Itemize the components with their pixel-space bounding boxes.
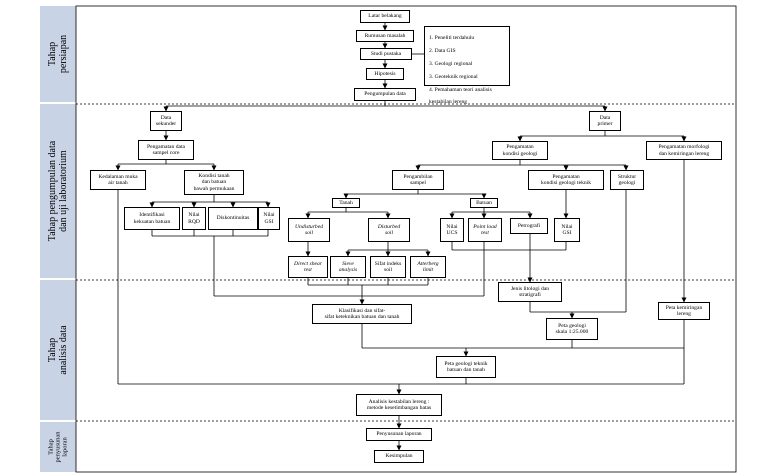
box-pengamatan-teknik: Pengamatan kondisi geologi teknik — [528, 170, 604, 190]
box-nilai-gsi-left: Nilai GSI — [258, 207, 280, 230]
box-penyusunan-laporan: Penyusunan laporan — [366, 428, 432, 441]
box-jenis-litologi: Jenis litologi dan stratigrafi — [498, 282, 562, 302]
box-latar-belakang: Latar belakang — [360, 10, 410, 23]
box-identifikasi: Identifikasi kekuatan batuan — [124, 207, 180, 230]
box-data-sekunder: Data sekunder — [150, 111, 182, 131]
box-sifat-indeks: Sifat indeks soil — [370, 256, 406, 278]
box-analisis-kestabilan: Analisis kestabilan lereng : metode kese… — [356, 394, 442, 416]
box-direct-shear: Direct shear test — [288, 256, 328, 278]
box-kondisi-tanah: Kondisi tanah dan batuan bawah permukaan — [184, 170, 244, 195]
box-petrografi: Petrografi — [510, 218, 548, 234]
box-kesimpulan: Kesimpulan — [374, 450, 424, 463]
box-pengumpulan-data: Pengumpulan data — [354, 88, 416, 101]
box-studi-pustaka: Studi pustaka — [360, 48, 412, 60]
box-nilai-ucs: Nilai UCS — [440, 218, 464, 242]
box-atterberg: Atterberg limit — [410, 256, 446, 278]
box-disturbed-soil: Disturbed soil — [368, 218, 410, 242]
box-data-primer: Data primer — [589, 111, 621, 131]
pustaka-item: kestabilan lereng — [429, 99, 468, 106]
box-pengamatan-morfologi: Pengamatan morfologi dan kemiringan lere… — [646, 141, 722, 160]
box-nilai-gsi-right: Nilai GSI — [554, 218, 580, 242]
box-batuan: Batuan — [470, 198, 498, 208]
box-peta-kemiringan: Peta kemiringan lereng — [658, 302, 710, 320]
pustaka-item: 3. Geologi regional — [429, 61, 473, 68]
box-pengambilan-sampel: Pengambilan sampel — [392, 170, 444, 190]
box-sieve-analysis: Sieve analysis — [330, 256, 366, 278]
box-kedalaman: Kedalaman muka air tanah — [90, 170, 146, 190]
box-tanah: Tanah — [332, 198, 360, 208]
box-rumusan-masalah: Rumusan masalah — [356, 30, 414, 42]
box-nilai-rqd: Nilai RQD — [182, 207, 206, 230]
box-pengamatan-kondisi: Pengamatan kondisi geologi — [492, 141, 548, 160]
box-pengamatan-core: Pengamatan data sampel core — [138, 140, 194, 160]
pustaka-item: 1. Peneliti terdahulu — [429, 35, 475, 42]
box-pustaka-list: 1. Peneliti terdahulu 2. Data GIS 3. Geo… — [424, 26, 510, 105]
pustaka-item: 2. Data GIS — [429, 48, 456, 55]
box-peta-geologi-teknik: Peta geologi teknik batuan dan tanah — [436, 356, 496, 378]
box-peta-geologi: Peta geologi skala 1:25.000 — [546, 318, 598, 340]
box-klasifikasi: Klasifikasi dan sifat- sifat keteknikan … — [312, 304, 412, 324]
box-struktur-geologi: Struktur geologi — [610, 170, 644, 190]
pustaka-item: 3. Geoteknik regional — [429, 73, 478, 80]
pustaka-list-items: 1. Peneliti terdahulu 2. Data GIS 3. Geo… — [429, 29, 492, 112]
box-undisturbed-soil: Undisturbed soil — [288, 218, 330, 242]
box-point-load: Point load test — [468, 218, 502, 242]
box-diskontinuitas: Diskontinuitas — [208, 207, 258, 230]
box-hipotesis: Hipotesis — [366, 68, 404, 80]
pustaka-item: 4. Pemahaman teori analisis — [429, 86, 492, 93]
